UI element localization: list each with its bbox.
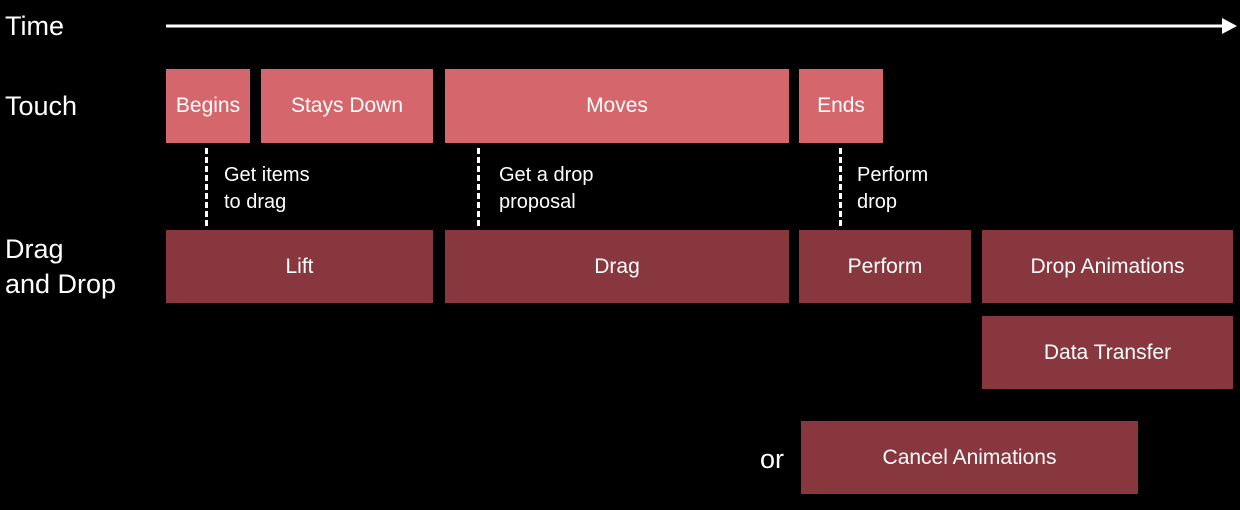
note-drop-proposal-line2: proposal <box>499 191 576 213</box>
timeline-arrow-icon <box>166 18 1237 34</box>
row-label-time: Time <box>5 11 64 41</box>
note-drop-proposal-line1: Get a drop <box>499 164 594 186</box>
note-perform-drop-line1: Perform <box>857 164 929 186</box>
touch-begins-block: Begins <box>166 69 250 143</box>
dnd-data-transfer-block: Data Transfer <box>982 316 1233 389</box>
row-label-touch: Touch <box>5 91 78 121</box>
touch-ends-block: Ends <box>799 69 883 143</box>
row-label-drag-and-drop-line2: and Drop <box>5 269 117 299</box>
touch-moves-block: Moves <box>445 69 789 143</box>
dnd-perform-block: Perform <box>799 230 971 303</box>
note-get-items-line1: Get items <box>224 164 310 186</box>
note-get-items-line2: to drag <box>224 191 287 213</box>
note-perform-drop-line2: drop <box>857 191 898 213</box>
dashed-connector-get-items <box>205 148 208 226</box>
dnd-drag-block: Drag <box>445 230 789 303</box>
note-get-items: Get items to drag <box>224 162 310 216</box>
note-perform-drop: Perform drop <box>857 162 928 216</box>
dnd-cancel-animations-block: Cancel Animations <box>801 421 1138 494</box>
dnd-lift-block: Lift <box>166 230 433 303</box>
or-label: or <box>760 444 785 474</box>
dnd-drop-animations-block: Drop Animations <box>982 230 1233 303</box>
row-label-drag-and-drop-line1: Drag <box>5 234 64 264</box>
dashed-connector-drop-proposal <box>477 148 480 226</box>
row-label-drag-and-drop: Drag and Drop <box>5 232 116 302</box>
note-drop-proposal: Get a drop proposal <box>499 162 594 216</box>
touch-stays-down-block: Stays Down <box>261 69 433 143</box>
dashed-connector-perform-drop <box>839 148 842 226</box>
